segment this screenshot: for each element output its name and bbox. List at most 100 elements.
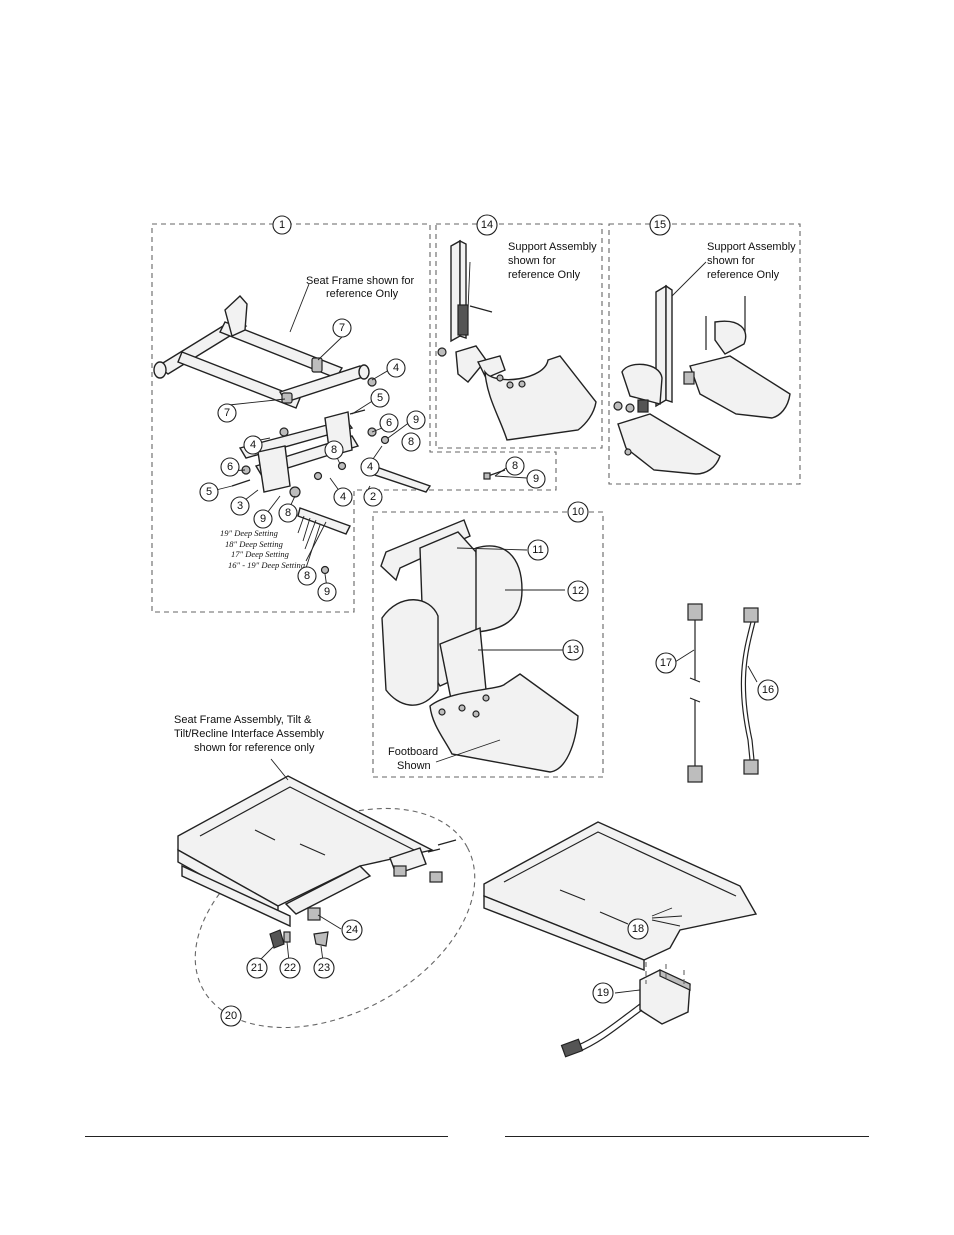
note-assembly-line2: Tilt/Recline Interface Assembly — [174, 728, 324, 740]
group-box-1 — [151, 223, 557, 613]
svg-text:14: 14 — [481, 219, 493, 231]
svg-text:15: 15 — [654, 219, 666, 231]
callout-2: 2 — [363, 487, 383, 507]
group-ellipse-20 — [194, 807, 476, 1029]
support-assembly-15 — [613, 261, 791, 475]
note-support-15-line2: shown for — [707, 255, 755, 267]
svg-text:4: 4 — [367, 461, 373, 473]
callout-17: 17 — [655, 652, 677, 674]
callout-19: 19 — [592, 982, 614, 1004]
callout-8a: 8 — [401, 432, 421, 452]
svg-text:10: 10 — [572, 506, 584, 518]
svg-text:8: 8 — [304, 570, 310, 582]
footrest-assembly-10 — [380, 519, 579, 773]
seat-pan-assembly — [177, 758, 457, 963]
callout-16: 16 — [757, 679, 779, 701]
note-assembly-line1: Seat Frame Assembly, Tilt & — [174, 714, 312, 726]
callout-22: 22 — [279, 957, 301, 979]
svg-text:3: 3 — [237, 500, 243, 512]
callout-4a: 4 — [386, 358, 406, 378]
group-box-14 — [435, 223, 603, 449]
callout-5b: 5 — [199, 482, 219, 502]
svg-text:24: 24 — [346, 924, 358, 936]
note-support-15-line3: reference Only — [707, 269, 780, 281]
svg-text:6: 6 — [227, 461, 233, 473]
svg-text:8: 8 — [285, 507, 291, 519]
note-support-14-line1: Support Assembly — [508, 241, 597, 253]
svg-text:21: 21 — [251, 962, 263, 974]
notes: Seat Frame shown for reference Only Supp… — [174, 241, 796, 772]
note-footboard-line1: Footboard — [388, 746, 438, 758]
svg-text:7: 7 — [339, 322, 345, 334]
callout-4b: 4 — [243, 435, 263, 455]
svg-text:8: 8 — [408, 436, 414, 448]
callout-20: 20 — [220, 1005, 242, 1027]
svg-text:11: 11 — [532, 544, 543, 556]
callout-14: 14 — [476, 214, 498, 236]
svg-text:4: 4 — [393, 362, 399, 374]
note-seat-frame-line1: Seat Frame shown for — [306, 275, 415, 287]
callout-9b: 9 — [253, 509, 273, 529]
svg-text:8: 8 — [331, 444, 337, 456]
svg-text:16: 16 — [762, 684, 774, 696]
note-support-15-line1: Support Assembly — [707, 241, 796, 253]
group-box-10 — [372, 511, 604, 778]
svg-text:5: 5 — [206, 486, 212, 498]
svg-text:23: 23 — [318, 962, 330, 974]
footer-rule-right — [505, 1136, 869, 1137]
svg-text:1: 1 — [279, 219, 285, 231]
depth-setting-16-19: 16" - 19" Deep Setting — [228, 560, 305, 570]
callout-10: 10 — [567, 501, 589, 523]
callout-23: 23 — [313, 957, 335, 979]
svg-text:7: 7 — [224, 407, 230, 419]
callouts: 1 14 15 10 7 7 4 5 6 9 8 4 4 8 6 5 3 4 2… — [199, 214, 779, 1027]
callout-4c: 4 — [360, 457, 380, 477]
depth-setting-19: 19" Deep Setting — [220, 528, 278, 538]
svg-text:4: 4 — [250, 439, 256, 451]
seat-frame-hardware — [153, 283, 528, 589]
svg-text:13: 13 — [567, 644, 579, 656]
callout-6a: 6 — [379, 413, 399, 433]
support-assembly-14 — [437, 239, 597, 441]
callout-9d: 9 — [526, 469, 546, 489]
note-assembly-line3: shown for reference only — [194, 742, 315, 754]
callout-4d: 4 — [333, 487, 353, 507]
callout-8b: 8 — [324, 440, 344, 460]
callout-5a: 5 — [370, 388, 390, 408]
cables-16-17 — [674, 603, 759, 783]
depth-setting-18: 18" Deep Setting — [225, 539, 283, 549]
note-support-14-line2: shown for — [508, 255, 556, 267]
callout-3: 3 — [230, 496, 250, 516]
callout-15: 15 — [649, 214, 671, 236]
svg-text:9: 9 — [413, 414, 419, 426]
callout-12: 12 — [567, 580, 589, 602]
callout-9c: 9 — [317, 582, 337, 602]
callout-24: 24 — [341, 919, 363, 941]
seat-pan-module — [483, 821, 758, 1058]
svg-text:4: 4 — [340, 491, 346, 503]
note-footboard-line2: Shown — [397, 760, 431, 772]
svg-text:12: 12 — [572, 585, 584, 597]
svg-text:20: 20 — [225, 1010, 237, 1022]
depth-setting-17: 17" Deep Setting — [231, 549, 289, 559]
note-support-14-line3: reference Only — [508, 269, 581, 281]
footer-rule-left — [85, 1136, 448, 1137]
svg-text:22: 22 — [284, 962, 296, 974]
callout-18: 18 — [627, 918, 649, 940]
callout-8e: 8 — [505, 456, 525, 476]
callout-7b: 7 — [217, 403, 237, 423]
svg-text:9: 9 — [324, 586, 330, 598]
svg-text:2: 2 — [370, 491, 376, 503]
callout-21: 21 — [246, 957, 268, 979]
svg-text:19: 19 — [597, 987, 609, 999]
callout-1: 1 — [272, 215, 292, 235]
svg-text:8: 8 — [512, 460, 518, 472]
callout-7a: 7 — [332, 318, 352, 338]
callout-8c: 8 — [278, 503, 298, 523]
callout-13: 13 — [562, 639, 584, 661]
callout-8d: 8 — [297, 566, 317, 586]
svg-text:17: 17 — [660, 657, 672, 669]
callout-6b: 6 — [220, 457, 240, 477]
svg-text:9: 9 — [533, 473, 539, 485]
